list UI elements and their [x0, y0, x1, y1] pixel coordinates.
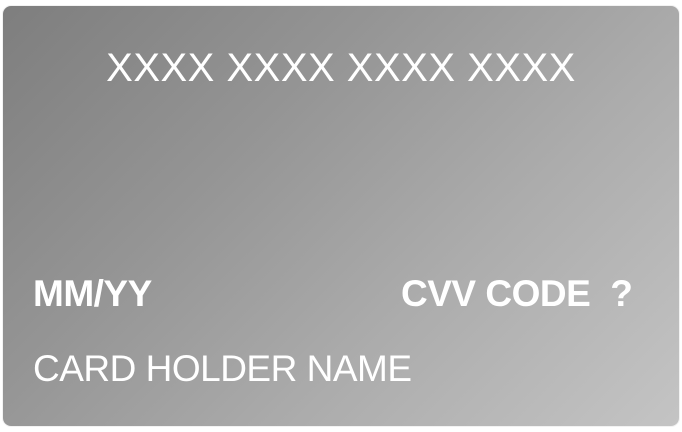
- credit-card-preview: XXXX XXXX XXXX XXXX MM/YY CVV CODE ? CAR…: [3, 6, 679, 426]
- cvv-code-field[interactable]: CVV CODE: [401, 273, 591, 314]
- expiry-date-field[interactable]: MM/YY: [33, 273, 152, 314]
- card-number-field[interactable]: XXXX XXXX XXXX XXXX: [106, 46, 576, 90]
- cvv-group: CVV CODE ?: [401, 272, 633, 316]
- question-mark-icon[interactable]: ?: [610, 273, 633, 314]
- card-holder-name-field[interactable]: CARD HOLDER NAME: [33, 348, 412, 389]
